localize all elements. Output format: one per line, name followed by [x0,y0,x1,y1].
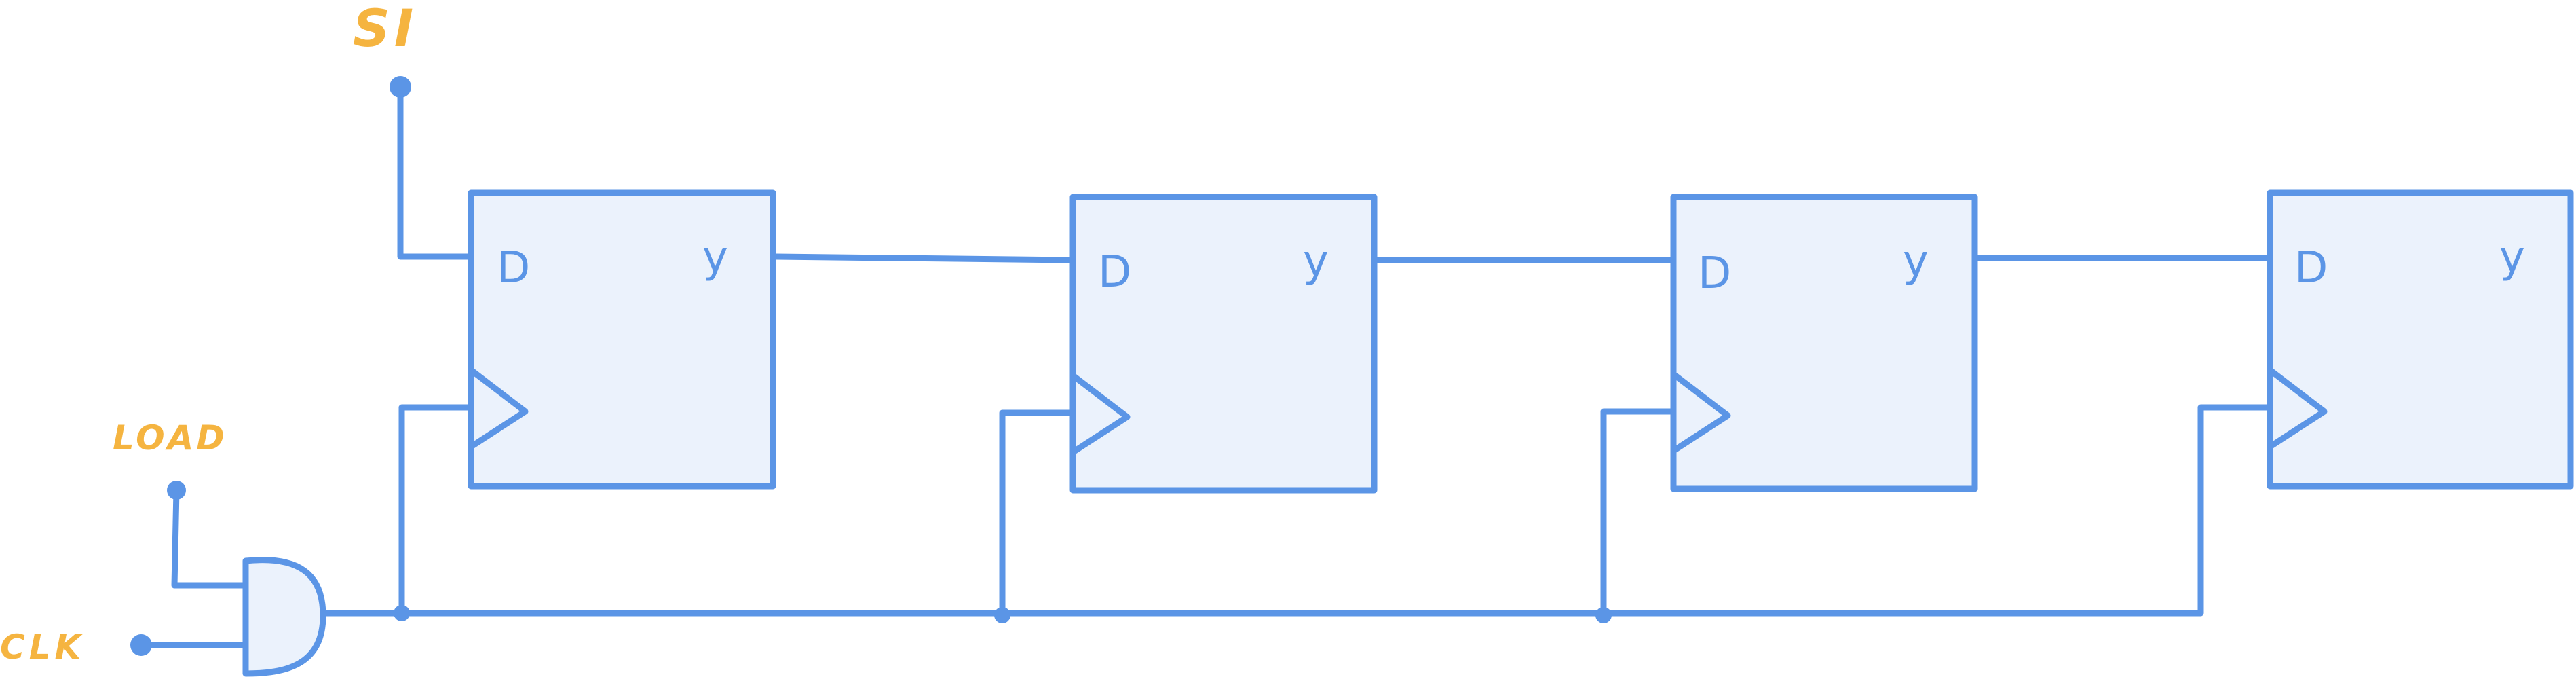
si-label: SI [353,0,417,58]
q-output-label: y [1903,236,1929,287]
si-wire [397,84,474,260]
clock-tap-2 [999,409,1076,617]
clock-triangle [2268,367,2328,449]
flip-flop-body [1670,194,1978,492]
q-output-label: y [2499,232,2525,282]
and-gate [242,557,326,677]
flip-flop-body [468,189,776,490]
clock-triangle [1071,373,1131,455]
d-input-label: D [497,243,530,293]
clk-terminal [130,634,152,656]
q1-to-d2-wire [770,253,1076,263]
junction-dot [1595,607,1612,623]
wires [138,84,2273,648]
q-output-label: y [702,232,728,282]
flip-flop-body [2267,189,2574,490]
d-input-label: D [1098,247,1131,297]
junction-dot [394,605,410,621]
flip-flop-1: D y [468,189,776,490]
flip-flop-4: D y [2267,189,2574,490]
d-input-label: D [1698,249,1731,299]
si-terminal [390,76,411,98]
clk-label: CLK [0,627,85,667]
load-wire [171,487,248,589]
junction-dot [994,607,1010,623]
clock-triangle [469,367,529,449]
flip-flop-2: D y [1069,194,1378,494]
load-label: LOAD [113,418,227,458]
clock-tap-3 [1600,408,1677,617]
flip-flop-body [1069,194,1378,494]
d-input-label: D [2294,243,2328,293]
flip-flop-3: D y [1670,194,1978,492]
q-output-label: y [1303,236,1329,287]
clock-bus-wire [320,404,2273,617]
junction-dots [130,76,1612,656]
clock-tap-1 [398,404,474,617]
clock-triangle [1671,371,1731,454]
load-terminal [167,481,186,500]
